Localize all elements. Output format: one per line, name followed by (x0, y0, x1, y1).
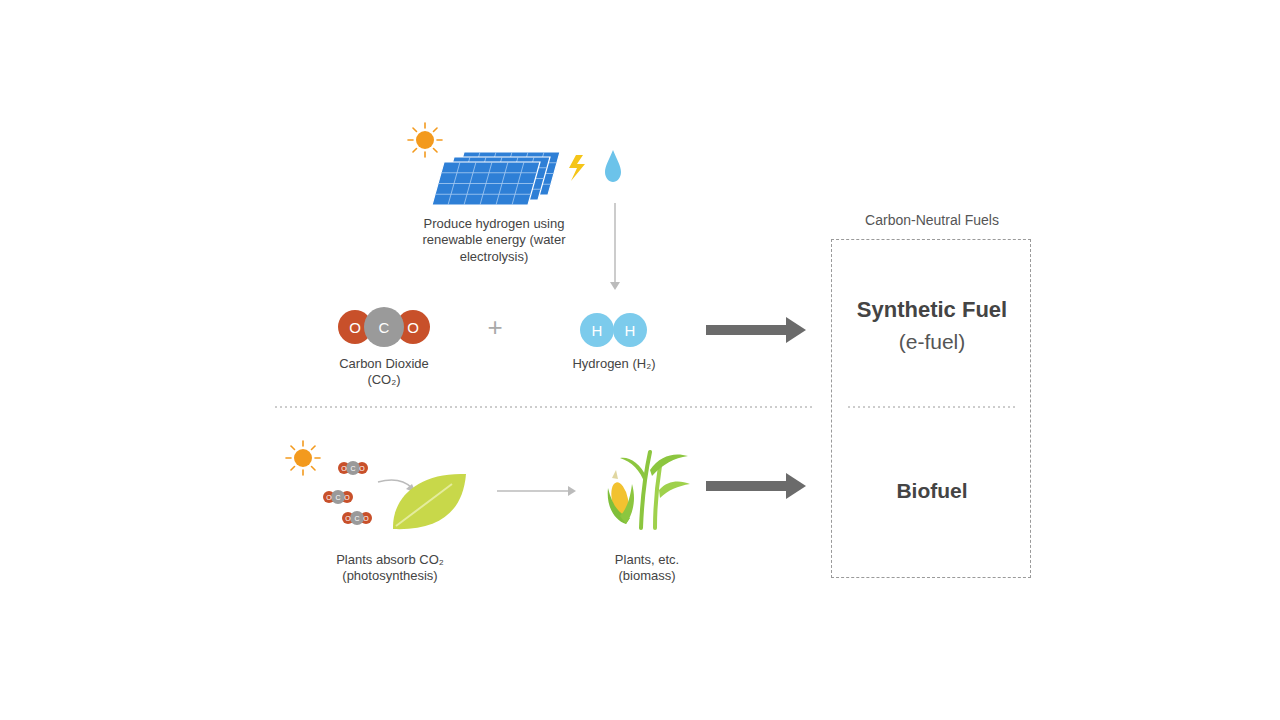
group-heading: Carbon-Neutral Fuels (817, 212, 1047, 230)
atom-letter: O (344, 494, 349, 501)
fuel-title: Biofuel (834, 478, 1030, 504)
atom-letter: O (359, 465, 364, 472)
panel-grid (435, 194, 531, 195)
flow-arrow (610, 203, 620, 290)
photosynthesis: Plants absorb CO₂ (photosynthesis) (285, 432, 470, 532)
sun-ray (408, 139, 413, 141)
sun-rays (286, 123, 442, 475)
sun-ray (291, 466, 295, 470)
sun-ray (424, 152, 426, 157)
corn-tassel (612, 470, 618, 479)
sun-ray (413, 148, 417, 152)
solar-panel (432, 162, 540, 205)
h2-molecule: HHHydrogen (H₂) (578, 312, 648, 348)
sun-ray (413, 128, 417, 132)
hydrogen-atom (580, 313, 614, 347)
sun (294, 449, 312, 467)
arrow-shaft (706, 481, 787, 491)
sun-ray (302, 441, 304, 446)
cane-stalk (641, 452, 650, 528)
sun (416, 131, 434, 149)
plus-sign: + (487, 314, 502, 340)
caption: Carbon Dioxide (CO₂) (328, 356, 440, 389)
cane-leaf (659, 482, 690, 498)
carbon-atom (331, 490, 345, 504)
sun-ray (291, 446, 295, 450)
sun-ray (437, 139, 442, 141)
solar-source: Produce hydrogen using renewable energy … (405, 115, 630, 203)
cane-leaf (620, 458, 647, 484)
atom-letter: H (592, 323, 603, 338)
arrow-shaft (706, 325, 787, 335)
small-molecules (323, 461, 372, 525)
absorb-arrow (378, 480, 412, 488)
sun-ray (315, 457, 320, 459)
process-arrow (706, 473, 806, 499)
atom-letter: O (349, 320, 361, 335)
flow-arrow (497, 486, 576, 496)
arrow-shaft (497, 490, 569, 492)
atom-letter: C (379, 320, 390, 335)
sun-ray (424, 123, 426, 128)
divider (275, 407, 812, 408)
panel-grid (438, 183, 534, 184)
water-drop (605, 150, 621, 182)
fuel-section: Biofuel (832, 408, 1032, 579)
atom-letter: C (350, 465, 355, 472)
arrow-head (786, 473, 806, 499)
caption: Produce hydrogen using renewable energy … (414, 216, 574, 265)
co2-molecule: OCOCarbon Dioxide (CO₂) (336, 306, 432, 348)
lightning (569, 155, 585, 181)
arrow-head (610, 282, 620, 290)
caption: Hydrogen (H₂) (572, 356, 656, 372)
panel-grid (441, 172, 537, 173)
cane-stalk (655, 466, 660, 528)
atom-letter: O (345, 515, 350, 522)
atom-letter: O (326, 494, 331, 501)
atom-letter: C (354, 515, 359, 522)
fuel-section: Synthetic Fuel (e-fuel) (832, 240, 1032, 408)
atom-letter: H (625, 323, 636, 338)
carbon-atom (364, 307, 404, 347)
atom-letter: C (335, 494, 340, 501)
carbon-atom (350, 511, 364, 525)
arrow-shaft (614, 203, 616, 283)
process-arrow (706, 317, 806, 343)
leaf (393, 474, 466, 529)
solar-panels (432, 152, 560, 205)
corn-husk (620, 484, 634, 524)
hydrogen-atom (613, 313, 647, 347)
divider (848, 407, 1015, 408)
fuel-subtitle: (e-fuel) (834, 329, 1030, 355)
sun-ray (433, 148, 437, 152)
sun-ray (433, 128, 437, 132)
fuel-group-box: Carbon-Neutral FuelsSynthetic Fuel(e-fue… (831, 239, 1031, 578)
biomass: Plants, etc. (biomass) (605, 440, 690, 532)
atom-letter: O (363, 515, 368, 522)
atom-letter: O (341, 465, 346, 472)
atom-letter: O (407, 320, 419, 335)
sun-ray (302, 470, 304, 475)
caption: Plants, etc. (biomass) (601, 552, 693, 585)
sun-ray (311, 466, 315, 470)
sun-ray (286, 457, 291, 459)
sun-ray (311, 446, 315, 450)
fuel-title: Synthetic Fuel (834, 296, 1030, 324)
carbon-atom (346, 461, 360, 475)
caption: Plants absorb CO₂ (photosynthesis) (320, 552, 460, 585)
arrow-head (786, 317, 806, 343)
arrow-head (568, 486, 576, 496)
cane-leaf (650, 454, 688, 476)
leaf-vein (396, 484, 452, 526)
